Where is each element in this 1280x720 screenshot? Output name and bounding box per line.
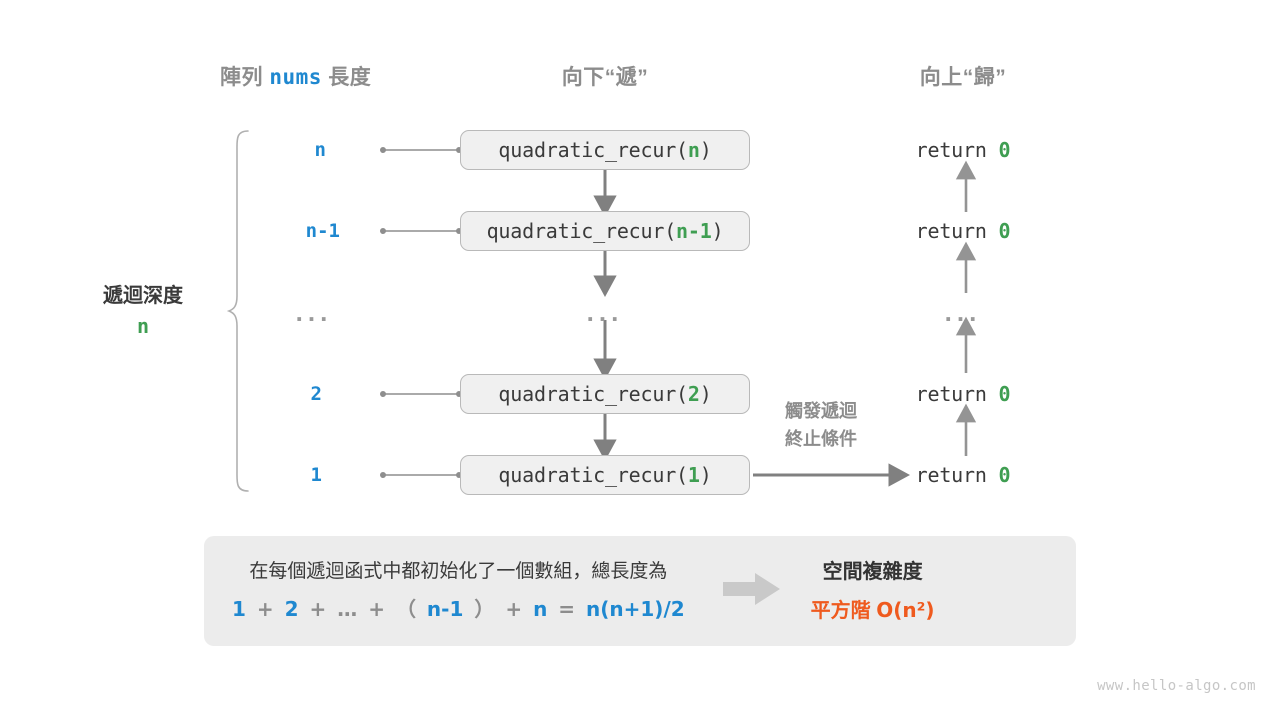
recursion-depth-label: 遞迴深度 n (103, 281, 183, 341)
call-box-3-arg: 2 (687, 382, 700, 406)
size-value-1: n-1 (305, 220, 340, 242)
return-label-1: return 0 (916, 219, 1011, 243)
size-value-4: 1 (310, 464, 322, 486)
return-label-0-value: 0 (998, 138, 1011, 162)
summary-formula-token-5: + (368, 597, 385, 622)
return-label-0: return 0 (916, 138, 1011, 162)
terminate-note-line1: 觸發遞迴 (785, 401, 857, 422)
return-label-4: return 0 (916, 463, 1011, 487)
summary-left-block: 在每個遞迴函式中都初始化了一個數組，總長度為 1 + 2 + … + （ n-1… (204, 554, 685, 628)
call-box-3: quadratic_recur(2) (460, 374, 750, 414)
header-descend: 向下“遞” (561, 66, 649, 89)
summary-formula-token-7: n-1 (426, 597, 464, 622)
call-box-4-name: quadratic_recur( (498, 463, 688, 487)
return-label-3: return 0 (916, 382, 1011, 406)
recursion-depth-title: 遞迴深度 (103, 285, 183, 307)
summary-formula-token-4: … (337, 597, 358, 622)
header-array-length: 陣列 nums 長度 (220, 61, 371, 91)
header-array-prefix: 陣列 (220, 66, 263, 89)
header-ascend: 向上“歸” (919, 66, 1007, 89)
summary-formula-token-6: （ (395, 597, 416, 622)
summary-title: 空間複雜度 (822, 560, 923, 583)
return-label-4-value: 0 (998, 463, 1011, 487)
return-label-3-text: return (915, 382, 999, 406)
terminate-note-line2: 終止條件 (785, 429, 857, 449)
return-label-ellipsis: ... (944, 297, 982, 327)
summary-formula-token-2: 2 (284, 597, 299, 622)
call-box-3-close: ) (699, 382, 712, 406)
size-connectors (380, 147, 462, 478)
summary-formula-token-11: = (558, 597, 576, 622)
call-box-0-close: ) (699, 138, 712, 162)
summary-right-block: 空間複雜度 平方階 O(n²) (811, 553, 935, 630)
size-value-3: 2 (310, 383, 322, 405)
call-box-1: quadratic_recur(n-1) (460, 211, 750, 251)
summary-arrow-icon (722, 572, 781, 611)
return-label-3-value: 0 (998, 382, 1011, 406)
call-box-1-name: quadratic_recur( (486, 219, 677, 243)
summary-formula-token-1: + (256, 597, 274, 622)
watermark: www.hello-algo.com (1097, 678, 1256, 694)
summary-result: 平方階 O(n²) (811, 591, 935, 630)
summary-formula-token-3: + (309, 597, 327, 622)
return-label-4-text: return (915, 463, 999, 487)
call-box-ellipsis: ... (586, 297, 624, 327)
depth-brace (226, 130, 249, 492)
call-box-4: quadratic_recur(1) (460, 455, 750, 495)
size-value-ellipsis: ... (295, 297, 333, 327)
summary-formula-token-9: + (505, 597, 523, 622)
summary-formula-token-12: n(n+1)/2 (586, 597, 685, 622)
header-array-code: nums (269, 65, 322, 89)
summary-formula: 1 + 2 + … + （ n-1 ） + n = n(n+1)/2 (232, 590, 685, 628)
call-box-4-close: ) (699, 463, 712, 487)
return-label-1-text: return (915, 219, 999, 243)
recursion-depth-value: n (136, 314, 150, 338)
summary-description: 在每個遞迴函式中都初始化了一個數組，總長度為 (249, 560, 668, 582)
terminate-condition-note: 觸發遞迴 終止條件 (785, 398, 857, 454)
call-box-1-close: ) (711, 219, 724, 243)
call-box-0-arg: n (687, 138, 700, 162)
summary-panel: 在每個遞迴函式中都初始化了一個數組，總長度為 1 + 2 + … + （ n-1… (204, 536, 1076, 646)
call-box-0-name: quadratic_recur( (498, 138, 688, 162)
return-label-0-text: return (915, 138, 999, 162)
summary-formula-token-8: ） (474, 597, 495, 622)
call-box-0: quadratic_recur(n) (460, 130, 750, 170)
summary-result-notation: O(n²) (876, 597, 935, 622)
return-label-1-value: 0 (998, 219, 1011, 243)
call-box-4-arg: 1 (687, 463, 700, 487)
size-value-0: n (314, 139, 326, 161)
header-array-suffix: 長度 (328, 66, 372, 89)
call-box-3-name: quadratic_recur( (498, 382, 688, 406)
summary-formula-token-10: n (533, 597, 548, 622)
summary-formula-token-0: 1 (232, 597, 246, 622)
call-box-1-arg: n-1 (676, 219, 712, 243)
summary-result-prefix: 平方階 (810, 599, 871, 622)
